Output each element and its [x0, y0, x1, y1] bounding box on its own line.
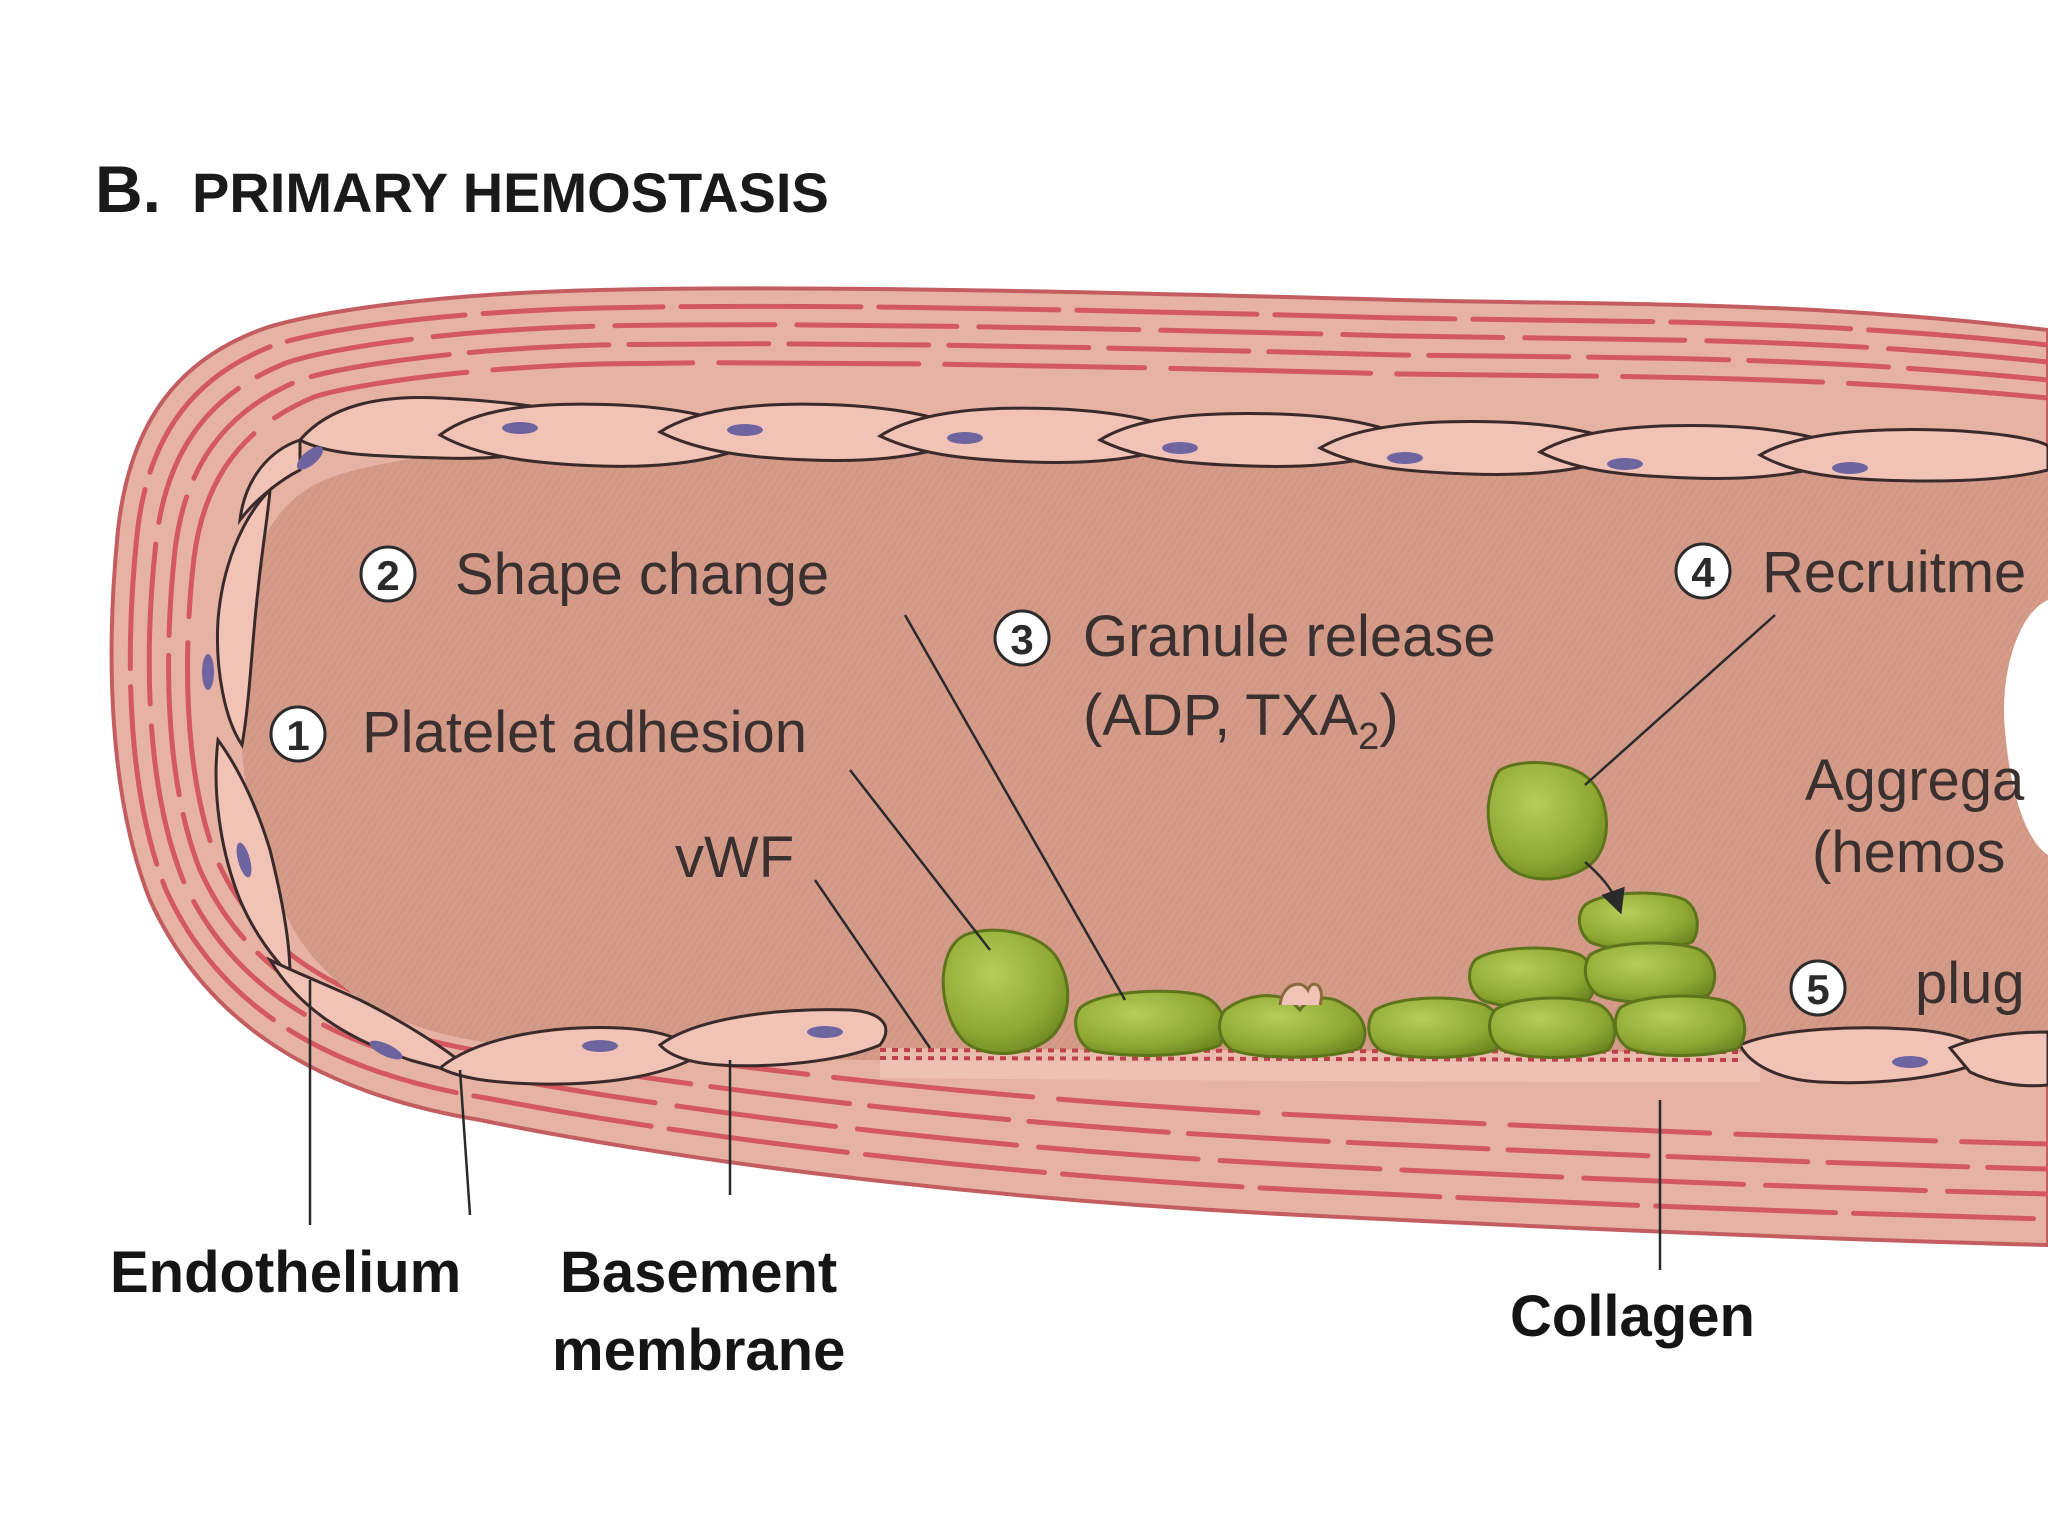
vessel-wall-stripes — [127, 303, 2048, 1222]
platelets — [941, 761, 1747, 1059]
step-circle-3 — [993, 609, 1051, 667]
collagen-label: Collagen — [1510, 1284, 1755, 1349]
platelet-recruited — [1486, 761, 1608, 881]
step-number-5: 5 — [1806, 966, 1829, 1013]
basement-membrane-label-1: Basement — [560, 1240, 837, 1305]
step-label-1: Platelet adhesion — [362, 700, 807, 765]
granule-release-bubble — [1278, 982, 1323, 1006]
platelet-flat-1 — [1074, 989, 1227, 1057]
step-circle-2 — [359, 545, 417, 603]
step-number-3: 3 — [1010, 616, 1033, 663]
step-label-2: Shape change — [455, 542, 829, 607]
endothelium-label: Endothelium — [110, 1240, 461, 1305]
step-number-2: 2 — [376, 552, 399, 599]
step-label-3-sub: (ADP, TXA2) — [1083, 683, 1399, 758]
step-label-5-line2: (hemos — [1812, 820, 2005, 885]
basement-membrane-label-2: membrane — [552, 1318, 845, 1383]
step-label-5-line3: plug — [1915, 951, 2025, 1016]
step-label-4: Recruitme — [1762, 540, 2026, 605]
step-number-4: 4 — [1691, 549, 1715, 596]
step-number-circles — [269, 542, 1847, 1017]
endothelial-cells-top — [214, 396, 2048, 1080]
vwf-label: vWF — [675, 825, 794, 890]
figure-title-letter: B. — [95, 152, 161, 226]
step-circle-1 — [269, 705, 327, 763]
platelet-round — [941, 928, 1070, 1055]
step-number-1: 1 — [286, 712, 309, 759]
endothelial-cells-bottom — [437, 1008, 2048, 1088]
step-circle-5 — [1789, 959, 1847, 1017]
step-label-5-line1: Aggrega — [1805, 748, 2025, 813]
right-edge-blank — [2004, 600, 2048, 855]
figure-title: PRIMARY HEMOSTASIS — [192, 161, 829, 224]
endothelial-nuclei — [202, 422, 1868, 1060]
leader-lines — [308, 614, 1776, 1270]
step-label-3: Granule release — [1083, 604, 1496, 669]
step-circle-4 — [1674, 542, 1732, 600]
platelet-flat-3 — [1367, 996, 1504, 1059]
